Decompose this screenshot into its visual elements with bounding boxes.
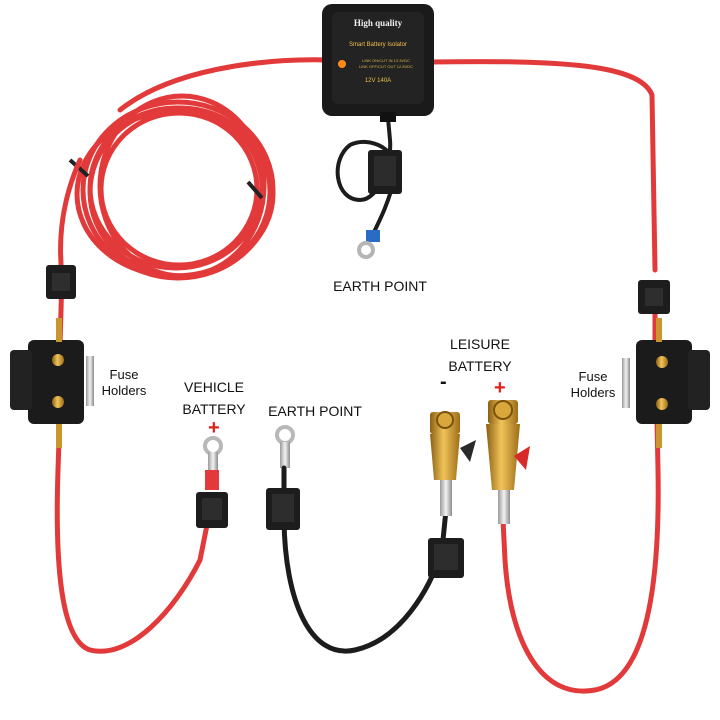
earth-cable-clip-top <box>368 150 402 194</box>
earth-point-label-bottom: EARTH POINT <box>268 403 362 419</box>
isolator-title-label: Smart Battery Isolator <box>348 42 408 48</box>
vehicle-battery-label-line1: VEHICLE <box>184 379 244 395</box>
coiled-red-cable <box>74 93 276 281</box>
fuse-holder-left <box>10 265 94 448</box>
vehicle-positive-sign: + <box>208 417 220 439</box>
leisure-battery-label-line2: BATTERY <box>448 358 512 374</box>
leisure-positive-sign: + <box>494 377 506 399</box>
leisure-battery-label-line1: LEISURE <box>450 336 510 352</box>
red-cable-left-run <box>54 272 211 654</box>
earth-point-label-top: EARTH POINT <box>333 278 427 294</box>
leisure-negative-clamp <box>430 411 476 516</box>
vehicle-battery-label-line2: BATTERY <box>182 401 246 417</box>
earth-cable-bottom <box>266 425 464 654</box>
leisure-negative-sign: - <box>440 371 447 393</box>
fuse-holders-left-label-line2: Holders <box>101 383 147 398</box>
isolator-spec-line2: LINK OFF/CUT OUT 12.8VDC <box>358 64 414 69</box>
battery-isolator <box>322 4 434 122</box>
isolator-rating-label: 12V 140A <box>364 78 392 84</box>
fuse-holders-right-label-line1: Fuse <box>578 369 608 384</box>
isolator-brand-label: High quality <box>353 18 403 28</box>
ring-terminal-top <box>357 230 380 259</box>
fuse-holder-right <box>622 280 710 448</box>
fuse-holders-right-label-line2: Holders <box>570 385 616 400</box>
red-cable-right-run <box>500 297 661 694</box>
leisure-positive-clamp <box>486 400 530 524</box>
fuse-holders-left-label-line1: Fuse <box>109 367 139 382</box>
red-cable-top-run <box>58 57 658 278</box>
isolator-spec-line1: LINK ON/CUT IN 13.3VDC <box>362 58 410 63</box>
vehicle-battery-terminal <box>196 436 228 528</box>
